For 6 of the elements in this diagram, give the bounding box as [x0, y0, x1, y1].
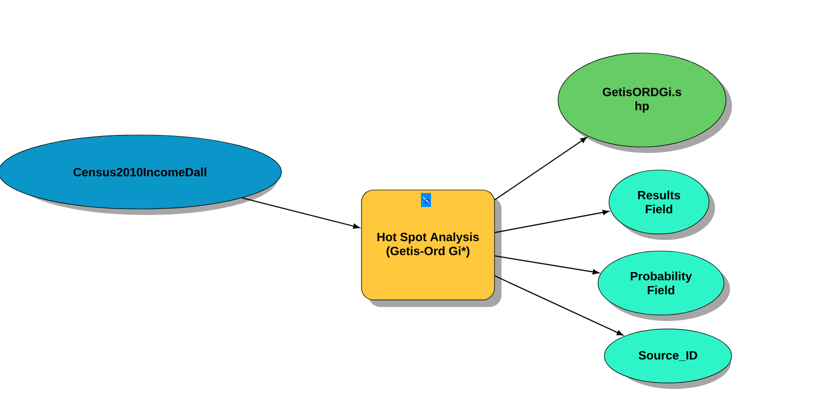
arrow: [494, 275, 624, 336]
arrow: [494, 210, 609, 234]
arrow: [242, 197, 360, 229]
arrow: [494, 137, 587, 200]
arrow: [494, 255, 600, 275]
tool-box: Hot Spot Analysis (Getis-Ord Gi*): [361, 190, 502, 307]
